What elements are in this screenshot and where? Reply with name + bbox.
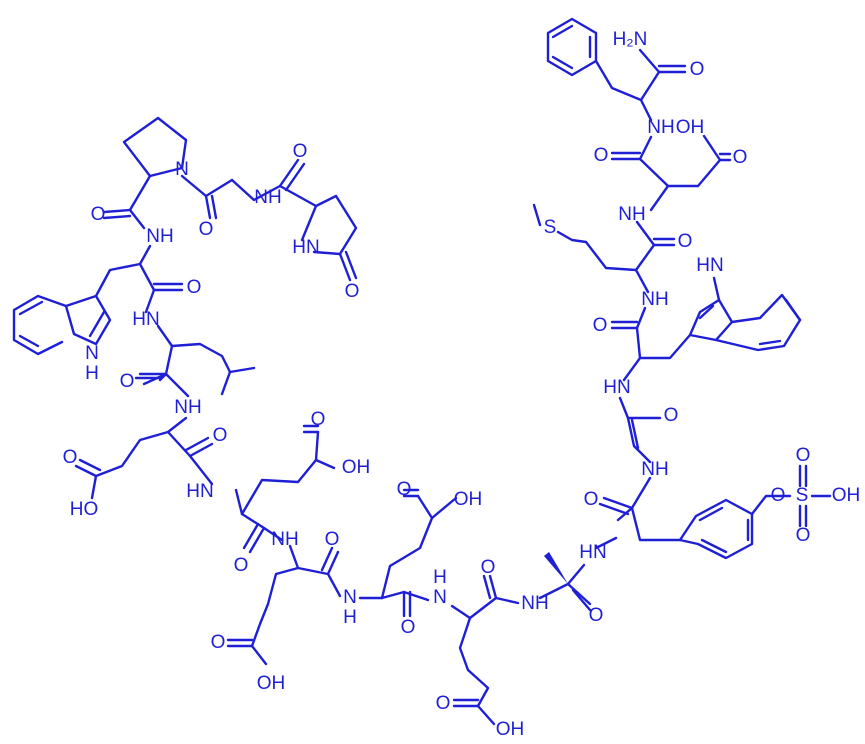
o-pro-bb: O [91, 204, 106, 225]
o-glu5-side: O [436, 693, 451, 714]
glutamate-4-residue [358, 488, 458, 618]
nh-glu3-glu2: NH [271, 529, 298, 550]
o-gly1-bb: O [199, 219, 214, 240]
s-met: S [544, 217, 557, 238]
o-leu-bb: O [120, 371, 135, 392]
nh-met-trp: NH [641, 289, 668, 310]
tryptophan-1-residue [12, 244, 184, 356]
o-pglu-ring: O [345, 281, 360, 302]
o-glu1-bb: O [213, 425, 228, 446]
h-glu4-glu3: H [343, 607, 357, 628]
h-indole-left: H [85, 363, 99, 384]
o-sulfo-2: O [796, 445, 811, 466]
o-glu1-side: O [63, 447, 78, 468]
tryptophan-2-residue [610, 276, 802, 382]
glycine-2-residue [618, 396, 662, 464]
nh-phe-asp: NH [647, 117, 674, 138]
atom-labels: H₂N O NH OH O O NH S O NH HN O HN O NH O… [63, 29, 861, 740]
o-glu2-bb: O [234, 555, 249, 576]
o-gly2-bb: O [664, 405, 679, 426]
s-sulfo: S [796, 485, 809, 506]
glycine-1-pyroglutamate [230, 158, 358, 282]
glutamate-3-residue [226, 544, 342, 666]
glutamate-2-residue [234, 424, 336, 554]
o-amide-top: O [690, 59, 705, 80]
hn-tyr-ala: HN [579, 542, 606, 563]
o-glu4-bb: O [401, 617, 416, 638]
hn-leu-trp1: HN [132, 309, 159, 330]
o-ala-bb: O [589, 605, 604, 626]
n-indole-left: N [85, 343, 99, 364]
o-glu4-side: O [397, 479, 412, 500]
o-trp2-bb: O [593, 315, 608, 336]
o-asp-bb: O [594, 145, 609, 166]
nh-glu1-leu: NH [174, 397, 201, 418]
nh-asp-met: NH [618, 204, 645, 225]
o-pglu-bb: O [293, 141, 308, 162]
oh-asp-side: OH [676, 117, 705, 138]
o-glu3-side: O [211, 632, 226, 653]
methionine-residue [532, 203, 676, 294]
leucine-residue [134, 324, 256, 398]
o-met-bb: O [678, 231, 693, 252]
o-tyr-bb: O [584, 489, 599, 510]
o-sulfo-1: O [771, 485, 786, 506]
oh-sulfo: OH [832, 485, 861, 506]
oh-glu4-side: OH [454, 489, 483, 510]
oh-glu3-side: OH [257, 673, 286, 694]
hn-pglu-ring: HN [292, 237, 319, 258]
nh-gly2-tyr: NH [641, 459, 668, 480]
n-glu4-glu3: N [343, 587, 357, 608]
nh-trp1-pro: NH [146, 226, 173, 247]
o-glu5-bb: O [481, 557, 496, 578]
nh-gly1-pglu: NH [254, 187, 281, 208]
hn-glu2-glu1: HN [186, 481, 213, 502]
hn-glu5-glu4: N [433, 587, 447, 608]
proline-residue [102, 116, 234, 230]
n-pro-ring: N [175, 159, 189, 180]
oh-glu5-side: OH [496, 719, 525, 740]
oh-glu2-side: OH [342, 457, 371, 478]
o-trp1-bb: O [187, 277, 202, 298]
o-glu3-bb: O [325, 529, 340, 550]
h-glu5-glu4: H [433, 567, 447, 588]
hn-indole-right: HN [696, 255, 723, 276]
nh-ala-glu5: NH [521, 593, 548, 614]
alanine-residue [538, 552, 592, 612]
h2n-label: H₂N [613, 29, 648, 50]
ho-glu1-side: HO [70, 499, 99, 520]
glutamate-5-residue [450, 574, 520, 726]
o-sulfo-3: O [796, 525, 811, 546]
o-glu2-side: O [311, 409, 326, 430]
aspartate-residue [610, 134, 732, 212]
glutamate-1-residue [74, 416, 214, 500]
phenylalanine-residue [546, 17, 687, 122]
hn-trp2-gly: HN [603, 377, 630, 398]
o-asp-side: O [733, 147, 748, 168]
sulfotyrosine-residue [594, 464, 832, 560]
